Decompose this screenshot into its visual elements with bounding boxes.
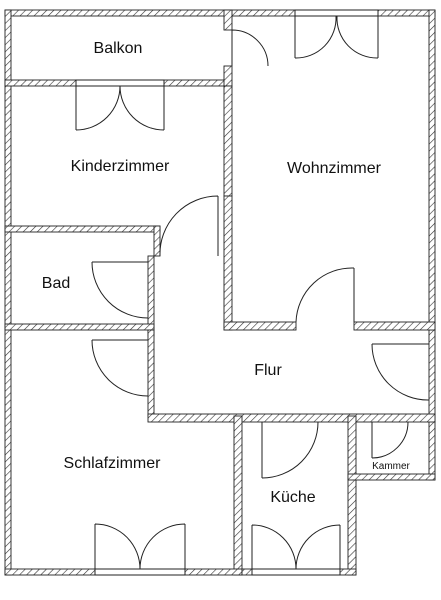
label-schlafzimmer: Schlafzimmer — [64, 455, 162, 472]
door-kueche-bottom-right — [295, 524, 341, 570]
wall-bottom-left — [4, 568, 96, 576]
wall-bottom-kueche-right — [339, 568, 357, 576]
door-schlaf-bottom-left — [94, 523, 141, 570]
doors — [75, 15, 430, 570]
door-bad — [91, 261, 149, 319]
label-kinderzimmer: Kinderzimmer — [71, 158, 170, 175]
window-wohn-top — [294, 9, 379, 17]
label-wohnzimmer: Wohnzimmer — [287, 160, 382, 177]
wall-kinder-wohn-lower — [223, 195, 233, 331]
door-schlaf-bottom-right — [139, 523, 186, 570]
wall-balkon-wohn-lower — [223, 65, 233, 87]
door-kinder-top-left — [75, 85, 121, 131]
wall-right-flur — [428, 329, 436, 481]
label-flur: Flur — [254, 362, 282, 379]
wall-balkon-wohn — [223, 9, 233, 31]
wall-wohn-bottom-right — [353, 321, 436, 331]
label-bad: Bad — [42, 275, 70, 292]
door-schlaf — [91, 339, 149, 397]
wall-kueche-right — [347, 415, 357, 576]
wall-kinder-wohn-upper — [223, 85, 233, 197]
label-kammer: Kammer — [372, 461, 410, 472]
door-wohn-top-right — [336, 15, 379, 59]
window-kueche-bottom — [251, 568, 341, 576]
door-flur-right — [371, 343, 430, 401]
wall-top-right — [377, 9, 436, 17]
wall-kammer-bottom — [347, 473, 436, 481]
wall-bad-bottom — [4, 323, 155, 331]
wall-bottom-mid — [184, 568, 243, 576]
wall-flur-bottom — [147, 413, 436, 423]
label-kueche: Küche — [270, 489, 315, 506]
label-balkon: Balkon — [94, 40, 143, 57]
wall-right-upper — [428, 9, 436, 331]
wall-schlaf-right — [233, 415, 243, 576]
wall-left — [4, 9, 12, 576]
door-kueche — [261, 421, 319, 479]
door-kinder — [159, 195, 219, 257]
walls — [4, 9, 436, 576]
wall-schlaf-flur — [147, 329, 155, 417]
wall-kinder-bottom — [4, 225, 161, 233]
window-schlaf-bottom — [94, 568, 186, 576]
door-wohn-top-left — [294, 15, 337, 59]
window-kinder-top — [75, 79, 165, 87]
wall-top-left — [4, 9, 296, 17]
wall-kinder-flur — [153, 225, 161, 257]
door-kinder-top-right — [119, 85, 165, 131]
wall-wohn-bottom-left — [223, 321, 297, 331]
door-kammer — [371, 421, 409, 459]
door-balkon-wohn — [231, 29, 269, 67]
door-wohn-bottom — [295, 267, 355, 323]
wall-bottom-kueche — [241, 568, 253, 576]
door-kueche-bottom-left — [251, 524, 297, 570]
